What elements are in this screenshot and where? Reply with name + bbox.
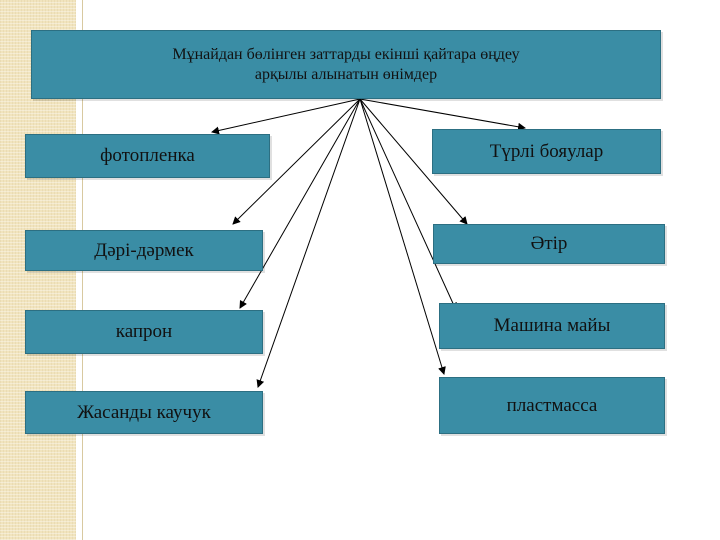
arrow-to-left-item-3: [239, 98, 361, 309]
product-label: пластмасса: [506, 394, 598, 416]
diagram-title-box: Мұнайдан бөлінген заттарды екінші қайтар…: [31, 30, 661, 99]
product-box-machine-oil: Машина майы: [439, 303, 665, 349]
product-label: Машина майы: [493, 315, 611, 336]
arrow-to-left-item-4: [256, 98, 361, 388]
product-label: Түрлі бояулар: [489, 140, 604, 162]
product-box-perfume: Әтір: [433, 224, 665, 264]
product-box-photofilm: фотопленка: [25, 134, 270, 178]
product-box-medicine: Дәрі-дәрмек: [25, 230, 263, 271]
product-box-synthetic-rubber: Жасанды каучук: [25, 391, 263, 434]
arrow-to-right-item-1: [359, 98, 526, 131]
product-box-capron: капрон: [25, 310, 263, 354]
product-label: капрон: [115, 321, 173, 342]
product-label: Әтір: [530, 233, 568, 254]
product-label: Жасанды каучук: [77, 401, 211, 423]
title-line-2: арқылы алынатын өнімдер: [254, 65, 438, 83]
product-label: Дәрі-дәрмек: [94, 239, 194, 261]
product-box-plastic: пластмасса: [439, 377, 665, 434]
product-box-paints: Түрлі бояулар: [432, 129, 661, 174]
arrow-to-left-item-1: [211, 98, 361, 135]
product-label: фотопленка: [100, 145, 195, 166]
title-line-1: Мұнайдан бөлінген заттарды екінші қайтар…: [172, 45, 520, 63]
